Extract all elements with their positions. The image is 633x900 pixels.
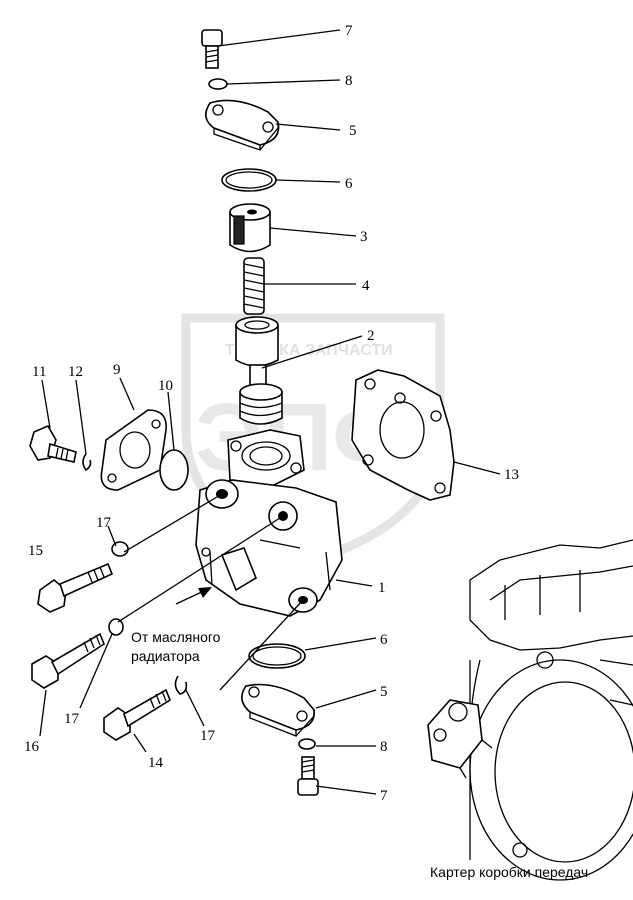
callout-13: 13 <box>504 467 519 483</box>
callout-3: 3 <box>360 229 368 245</box>
gearbox-housing <box>427 539 633 881</box>
bolt-15-icon <box>37 562 114 613</box>
gasket-13-icon <box>351 369 455 501</box>
washer-17c-icon <box>174 675 188 695</box>
callout-2: 2 <box>367 328 375 344</box>
caption-from-cooler-line1: От масляного <box>131 629 221 645</box>
bolt-14-icon <box>103 688 171 741</box>
leader-lines <box>39 29 501 795</box>
bolt-bottom-icon <box>297 756 319 796</box>
spring-icon <box>243 257 265 315</box>
cover-plate-bottom-icon <box>241 683 315 737</box>
flow-arrow-icon <box>175 587 212 605</box>
washer-17a-icon <box>111 541 129 557</box>
callout-14: 14 <box>148 755 164 771</box>
callout-6-top: 6 <box>345 176 353 192</box>
callout-12: 12 <box>68 364 83 380</box>
callout-11: 11 <box>32 364 46 380</box>
washer-top-icon <box>208 78 228 90</box>
bolt-16-icon <box>31 632 105 689</box>
valve-spool-icon <box>235 316 283 425</box>
callout-5-bottom: 5 <box>380 684 388 700</box>
callout-9: 9 <box>113 362 121 378</box>
bolt-11-icon <box>29 424 77 463</box>
callout-8-top: 8 <box>345 73 353 89</box>
caption-from-cooler-line2: радиатора <box>131 648 200 664</box>
washer-17b-icon <box>108 618 124 636</box>
caption-gearbox-housing: Картер коробки передач <box>430 864 588 880</box>
bolt-top-icon <box>201 29 223 69</box>
callout-4: 4 <box>362 278 370 294</box>
callout-17-b: 17 <box>64 711 80 727</box>
mounted-valve-icon <box>427 699 493 779</box>
callout-6-bottom: 6 <box>380 632 388 648</box>
callout-16: 16 <box>24 739 40 755</box>
callout-15: 15 <box>28 543 43 559</box>
o-ring-10-icon <box>159 449 189 491</box>
callout-1: 1 <box>378 580 386 596</box>
callout-17-c: 17 <box>200 728 216 744</box>
flange-9-icon <box>100 409 167 491</box>
callout-7-bottom: 7 <box>380 788 388 804</box>
callout-8-bottom: 8 <box>380 739 388 755</box>
valve-piston-icon <box>229 203 271 253</box>
washer-bottom-icon <box>298 738 316 750</box>
o-ring-bottom-icon <box>248 643 306 669</box>
washer-12-icon <box>82 453 92 472</box>
callout-5-top: 5 <box>349 123 357 139</box>
callout-17-a: 17 <box>96 515 112 531</box>
cover-plate-top-icon <box>205 99 280 151</box>
callout-10: 10 <box>158 378 173 394</box>
callout-7-top: 7 <box>345 23 353 39</box>
